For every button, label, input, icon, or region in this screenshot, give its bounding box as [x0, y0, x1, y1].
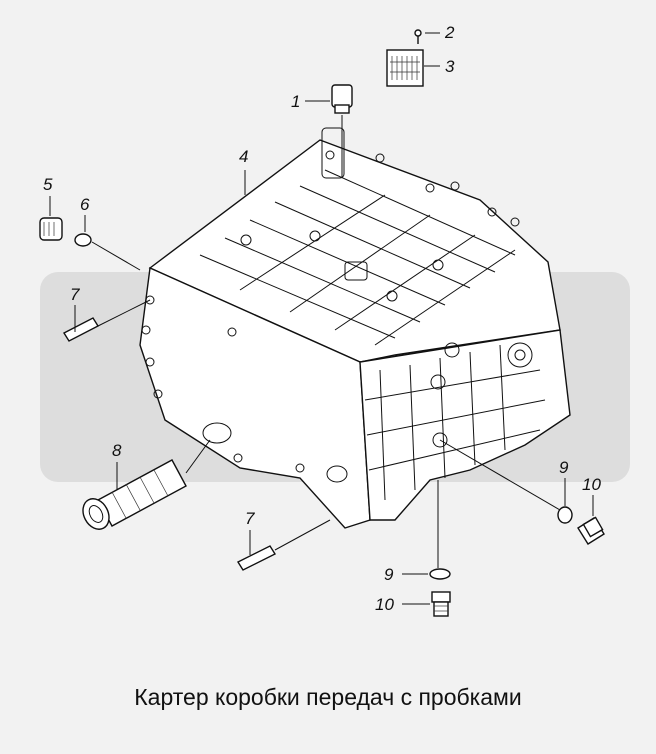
callout-10-right: 10 — [582, 475, 601, 494]
callout-9-bottom: 9 — [384, 565, 394, 584]
part-7-pin-lower — [236, 545, 277, 571]
callout-5: 5 — [43, 175, 53, 194]
callout-10-bottom: 10 — [375, 595, 394, 614]
callout-3: 3 — [445, 57, 455, 76]
callout-7-upper: 7 — [70, 285, 80, 304]
callout-8: 8 — [112, 441, 122, 460]
callout-4: 4 — [239, 147, 248, 166]
leader-lines — [49, 32, 594, 605]
part-10-plug-right — [577, 516, 605, 545]
callout-2: 2 — [444, 23, 455, 42]
part-8-filter — [82, 459, 187, 530]
part-9-washer-right — [557, 506, 573, 524]
callout-7-lower: 7 — [245, 509, 255, 528]
gearbox-housing — [139, 127, 571, 529]
callout-9-right: 9 — [559, 458, 569, 477]
part-6-washer — [74, 233, 92, 247]
callout-6: 6 — [80, 195, 90, 214]
part-3-plate — [386, 49, 424, 87]
callout-1: 1 — [291, 92, 300, 111]
part-2-screw — [414, 29, 422, 44]
part-1-plug — [331, 84, 353, 114]
diagram-caption: Картер коробки передач с пробками — [134, 684, 522, 710]
part-5-plug — [39, 217, 63, 241]
part-10-plug-bottom — [431, 591, 451, 617]
part-9-washer-bottom — [429, 568, 451, 580]
